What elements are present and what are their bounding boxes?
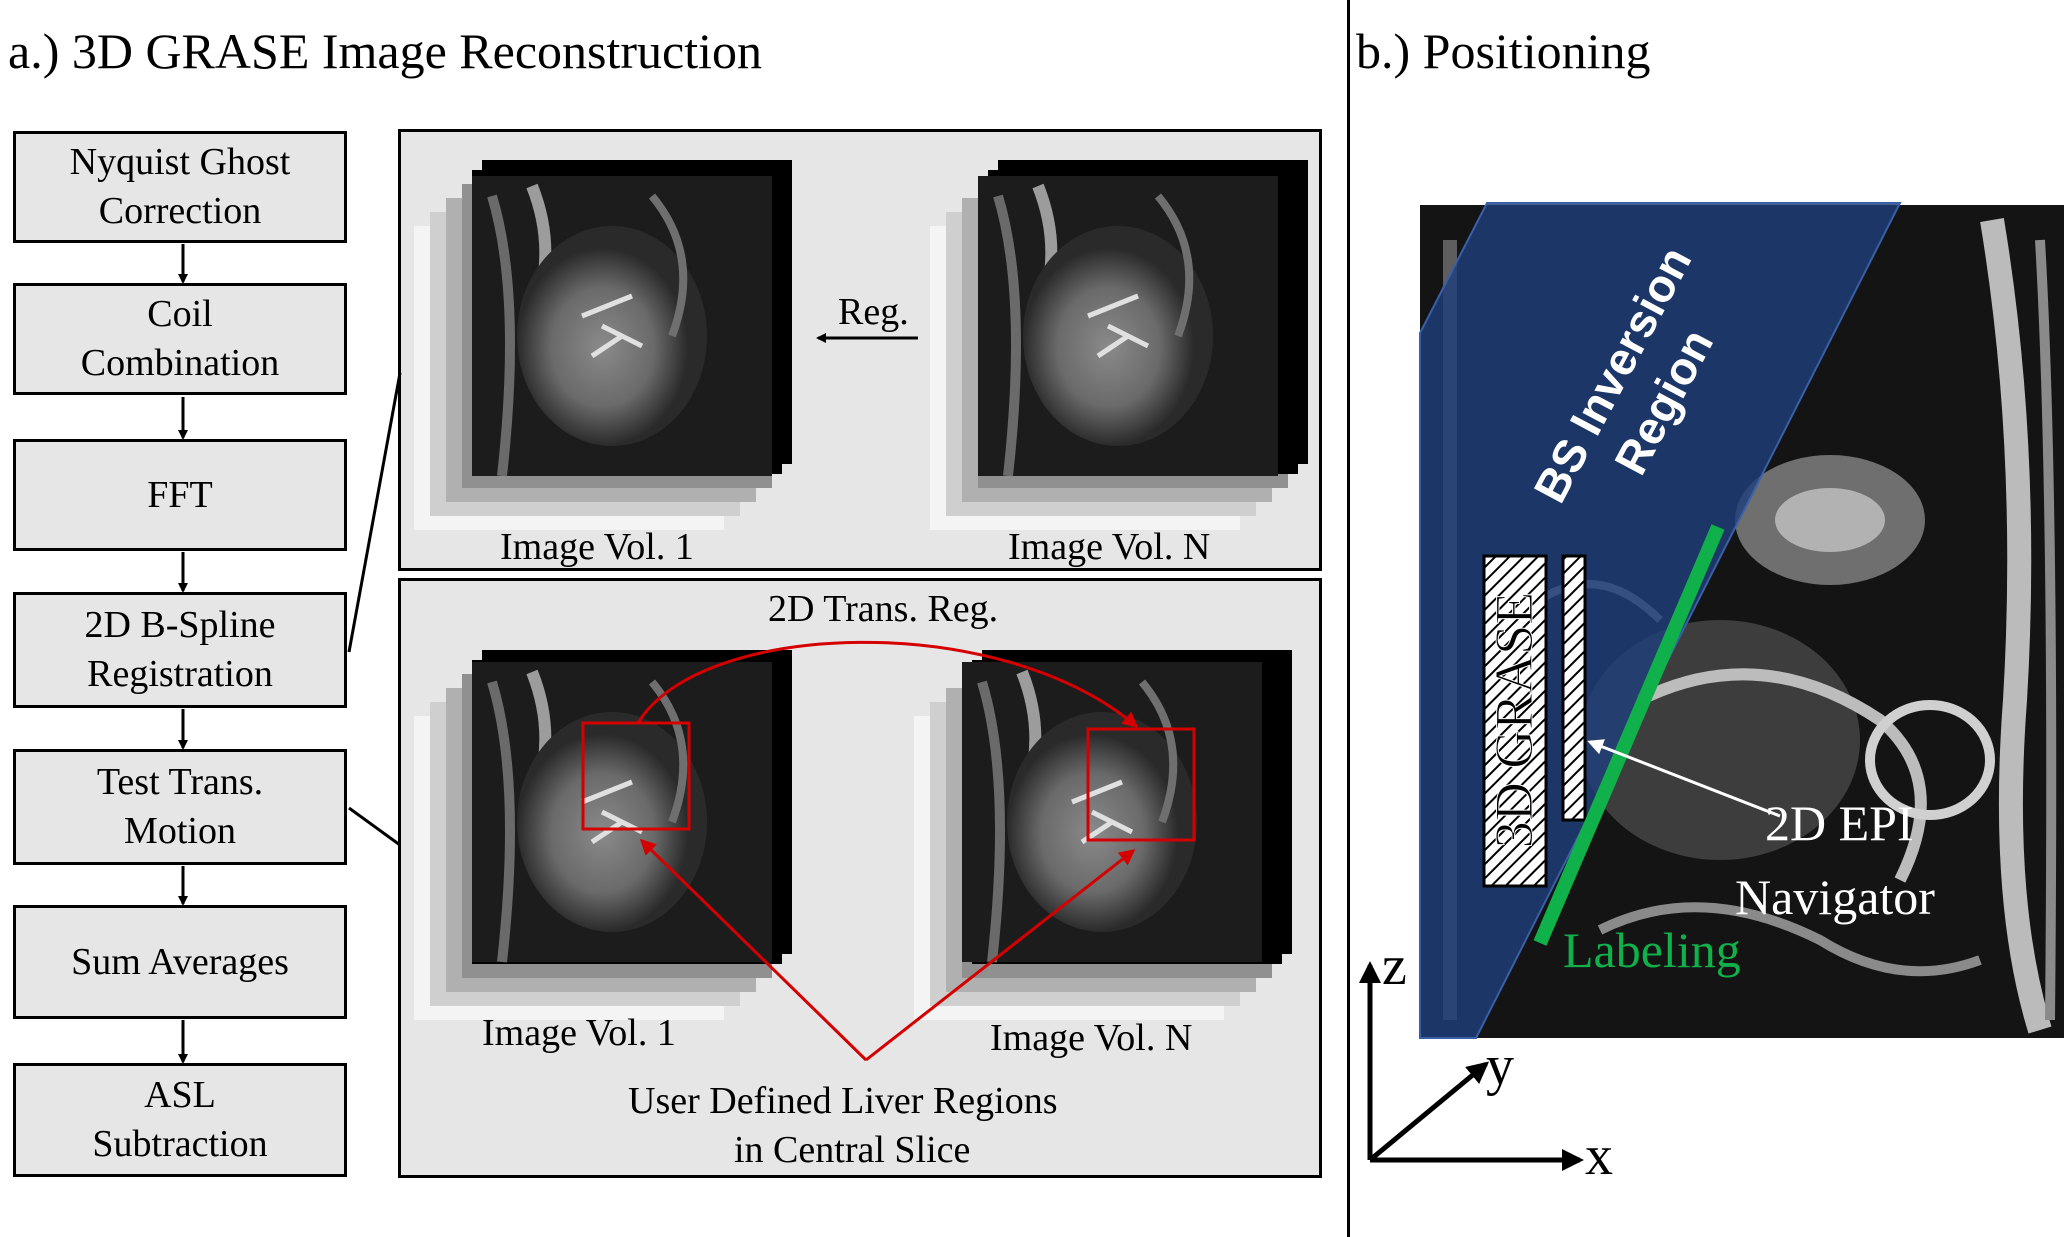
step-label-line1: ASL [144,1074,216,1116]
mri-slice [472,176,772,476]
connector-bspline [347,372,402,653]
step-fft: FFT [13,439,347,551]
nav-label-line1: 2D EPI [1765,795,1914,851]
navigator-pointer [1587,739,1781,818]
step-label-line1: Coil [147,293,213,335]
mri-slice [978,176,1278,476]
panel-divider [1347,0,1350,1237]
image-vol-1-label-bottom: Image Vol. 1 [482,1012,676,1054]
step-label-line1: Sum Averages [71,940,289,983]
step-label-line2: Correction [98,190,262,232]
panel-a-title: a.) 3D GRASE Image Reconstruction [8,23,763,79]
step-label-line1: 2D B-Spline [84,604,276,646]
step-sum-averages: Sum Averages [13,905,347,1019]
roi-pointer-right [865,849,1136,1062]
image-stack-vol1-bottom [414,650,792,1020]
roi-box-vol1 [581,721,691,831]
roi-pointer-left [639,838,868,1062]
reg-label: Reg. [838,291,909,333]
image-stack-volN-top [930,160,1308,530]
step-asl-subtraction: ASL Subtraction [13,1063,347,1177]
axis-y-label: y [1486,1035,1514,1097]
step-label-line1: Test Trans. [96,761,264,803]
epi-navigator-slab [1561,554,1587,822]
coordinate-axes [1359,961,1584,1171]
roi-caption-line1: User Defined Liver Regions [628,1080,1058,1122]
step-label-line2: Motion [124,810,236,852]
step-test-trans-motion: Test Trans. Motion [13,749,347,865]
image-stack-volN-bottom [914,650,1292,1020]
step-label-line2: Combination [80,342,280,384]
grase-slab [1482,554,1548,888]
positioning-graphic [1359,202,2064,1171]
labeling-plane [1533,524,1725,946]
step-label-line2: Subtraction [92,1123,268,1165]
roi-box-volN [1086,727,1196,842]
connector-test-trans [348,806,401,847]
image-vol-n-label-bottom: Image Vol. N [990,1017,1193,1059]
nav-label-line2: Navigator [1735,869,1935,925]
step-label-line1: FFT [147,473,213,516]
axis-x-label: x [1585,1125,1613,1187]
roi-caption-line2: in Central Slice [734,1129,971,1171]
axis-z-label: z [1382,935,1407,997]
panel-b-title: b.) Positioning [1356,23,1651,79]
image-stack-vol1-top [414,160,792,530]
step-label-line2: Registration [87,653,273,695]
trans-reg-title: 2D Trans. Reg. [768,588,999,630]
trans-reg-arc [636,640,1139,728]
grase-label: 3D GRASE [1484,591,1545,849]
mri-slice [472,662,772,962]
image-vol-n-label-top: Image Vol. N [1008,526,1211,568]
labeling-label: Labeling [1563,922,1741,978]
image-vol-1-label-top: Image Vol. 1 [500,526,694,568]
panel-a-graphics [178,160,1308,1064]
step-label-line1: Nyquist Ghost [69,141,291,183]
